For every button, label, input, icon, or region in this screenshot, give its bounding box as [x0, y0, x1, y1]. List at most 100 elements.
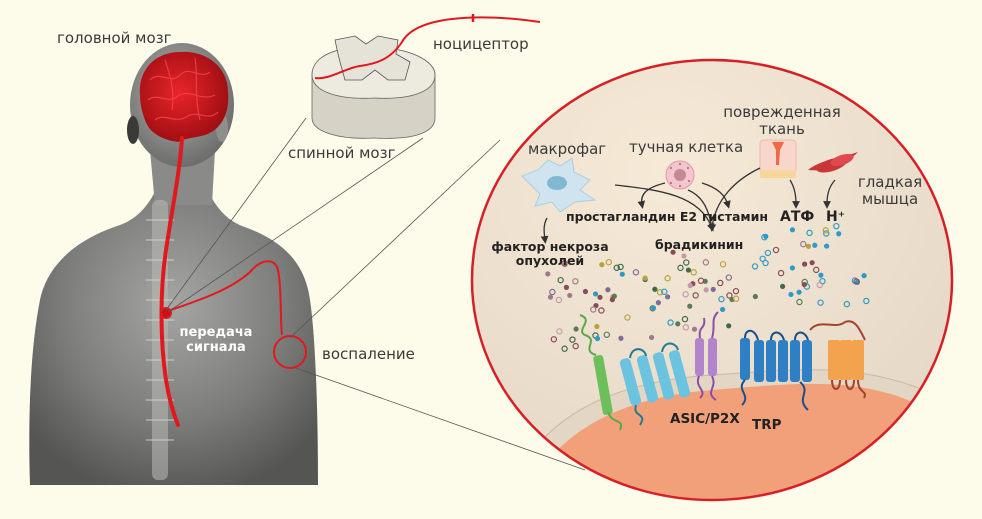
- damaged-tissue: [759, 139, 797, 178]
- receptor-orange: [809, 320, 866, 399]
- molecule-dot: [573, 326, 579, 332]
- molecule-dot: [833, 222, 840, 230]
- molecule-dot: [812, 242, 818, 248]
- molecule-dot: [599, 262, 605, 268]
- molecule-dot: [801, 281, 807, 288]
- molecule-dot: [817, 299, 824, 306]
- receptor-gpcr-green: [579, 314, 623, 431]
- molecule-dot: [802, 261, 808, 267]
- molecule-dot: [561, 260, 568, 267]
- molecule-dot: [720, 306, 726, 313]
- molecule-dot: [590, 306, 597, 313]
- molecule-dot: [861, 273, 867, 279]
- molecule-dot: [572, 342, 579, 350]
- molecule-dot: [665, 294, 671, 300]
- molecule-dot: [780, 283, 786, 290]
- brain-folds: [147, 57, 219, 121]
- molecule-dot: [681, 253, 687, 259]
- label-spinal-cord: спинной мозг: [288, 144, 396, 162]
- molecule-dot: [563, 284, 570, 290]
- molecule-dot: [557, 276, 564, 284]
- molecule-dot: [805, 243, 812, 249]
- ear-left: [127, 116, 139, 144]
- molecule-dot: [677, 264, 684, 272]
- label-pge2: простагландин E2: [566, 209, 698, 224]
- molecule-dot: [549, 288, 556, 296]
- molecule-dot: [594, 335, 601, 342]
- molecule-dot: [650, 305, 657, 311]
- molecule-dot: [703, 287, 709, 293]
- molecule-dot: [655, 300, 661, 306]
- molecule-dot: [556, 328, 563, 335]
- molecule-dot: [725, 274, 733, 281]
- molecule-dot: [800, 240, 807, 248]
- molecule-dot: [764, 249, 772, 257]
- smooth-muscle-cells: [808, 152, 858, 173]
- peripheral-nerve: [167, 260, 283, 336]
- molecule-dot: [691, 326, 698, 332]
- receptor-asic-p2x: [695, 311, 719, 401]
- molecule-dot: [683, 259, 690, 266]
- label-mast-cell: тучная клетка: [629, 138, 744, 156]
- molecule-dot: [598, 307, 605, 314]
- label-tnf: фактор некроза опухолей: [490, 240, 610, 268]
- label-damaged-tissue-line1: поврежденная: [723, 103, 841, 121]
- molecule-dot: [675, 321, 681, 327]
- molecule-dot: [567, 292, 573, 299]
- molecule-dot: [759, 255, 766, 262]
- molecule-dot: [605, 258, 612, 266]
- molecule-dot: [597, 294, 603, 300]
- molecule-dot: [823, 230, 830, 237]
- molecule-dot: [732, 287, 740, 295]
- molecule-dot: [762, 259, 769, 267]
- grey-matter: [334, 35, 411, 81]
- molecule-dot: [732, 295, 740, 302]
- molecule-dot: [642, 275, 648, 281]
- molecule-dot: [863, 297, 870, 305]
- zoom-panel: [470, 58, 954, 502]
- molecule-dot: [777, 269, 785, 277]
- molecule-dot: [719, 261, 727, 268]
- molecule-dot: [613, 264, 620, 271]
- molecule-dot: [572, 278, 579, 285]
- inflammation-circle: [273, 335, 307, 369]
- label-smooth-muscle: гладкая мышца: [855, 174, 925, 208]
- label-tnf-line2: опухолей: [515, 253, 585, 268]
- label-inflammation: воспаление: [322, 345, 415, 363]
- molecule-dot: [853, 278, 860, 285]
- label-brain: головной мозг: [57, 29, 172, 47]
- receptor-lightblue: [619, 342, 691, 426]
- molecule-dot: [632, 269, 640, 276]
- label-damaged-tissue-line2: ткань: [759, 120, 805, 138]
- label-tnf-line1: фактор некроза: [491, 239, 609, 254]
- molecule-dot: [569, 336, 576, 343]
- molecule-dot: [547, 294, 554, 300]
- label-trp: TRP: [752, 417, 782, 433]
- molecule-dot: [550, 336, 558, 343]
- molecule-dot: [796, 289, 802, 295]
- label-bradykinin: брадикинин: [655, 237, 744, 252]
- molecule-dot: [619, 271, 625, 277]
- molecule-dot: [555, 296, 563, 304]
- molecule-dot: [718, 295, 725, 303]
- label-damaged-tissue: поврежденная ткань: [722, 104, 842, 138]
- molecule-dot: [697, 277, 705, 284]
- receptor-trp: [740, 329, 812, 411]
- spinal-cord-nerve: [159, 136, 184, 427]
- molecule-dot: [605, 287, 611, 293]
- molecule-dot: [682, 324, 690, 331]
- mediator-arrows: [540, 167, 836, 244]
- molecule-dot: [789, 265, 796, 271]
- molecule-dot: [726, 323, 732, 329]
- molecule-dot: [545, 271, 551, 277]
- molecule-dot: [690, 269, 697, 276]
- molecule-dot: [594, 323, 600, 330]
- label-asic-p2x: ASIC/P2X: [670, 411, 740, 427]
- molecule-dot: [806, 229, 813, 237]
- molecule-dot: [687, 282, 693, 289]
- label-nociceptor: ноцицептор: [433, 35, 529, 53]
- molecule-dot: [752, 293, 758, 300]
- molecule-dot: [836, 231, 842, 237]
